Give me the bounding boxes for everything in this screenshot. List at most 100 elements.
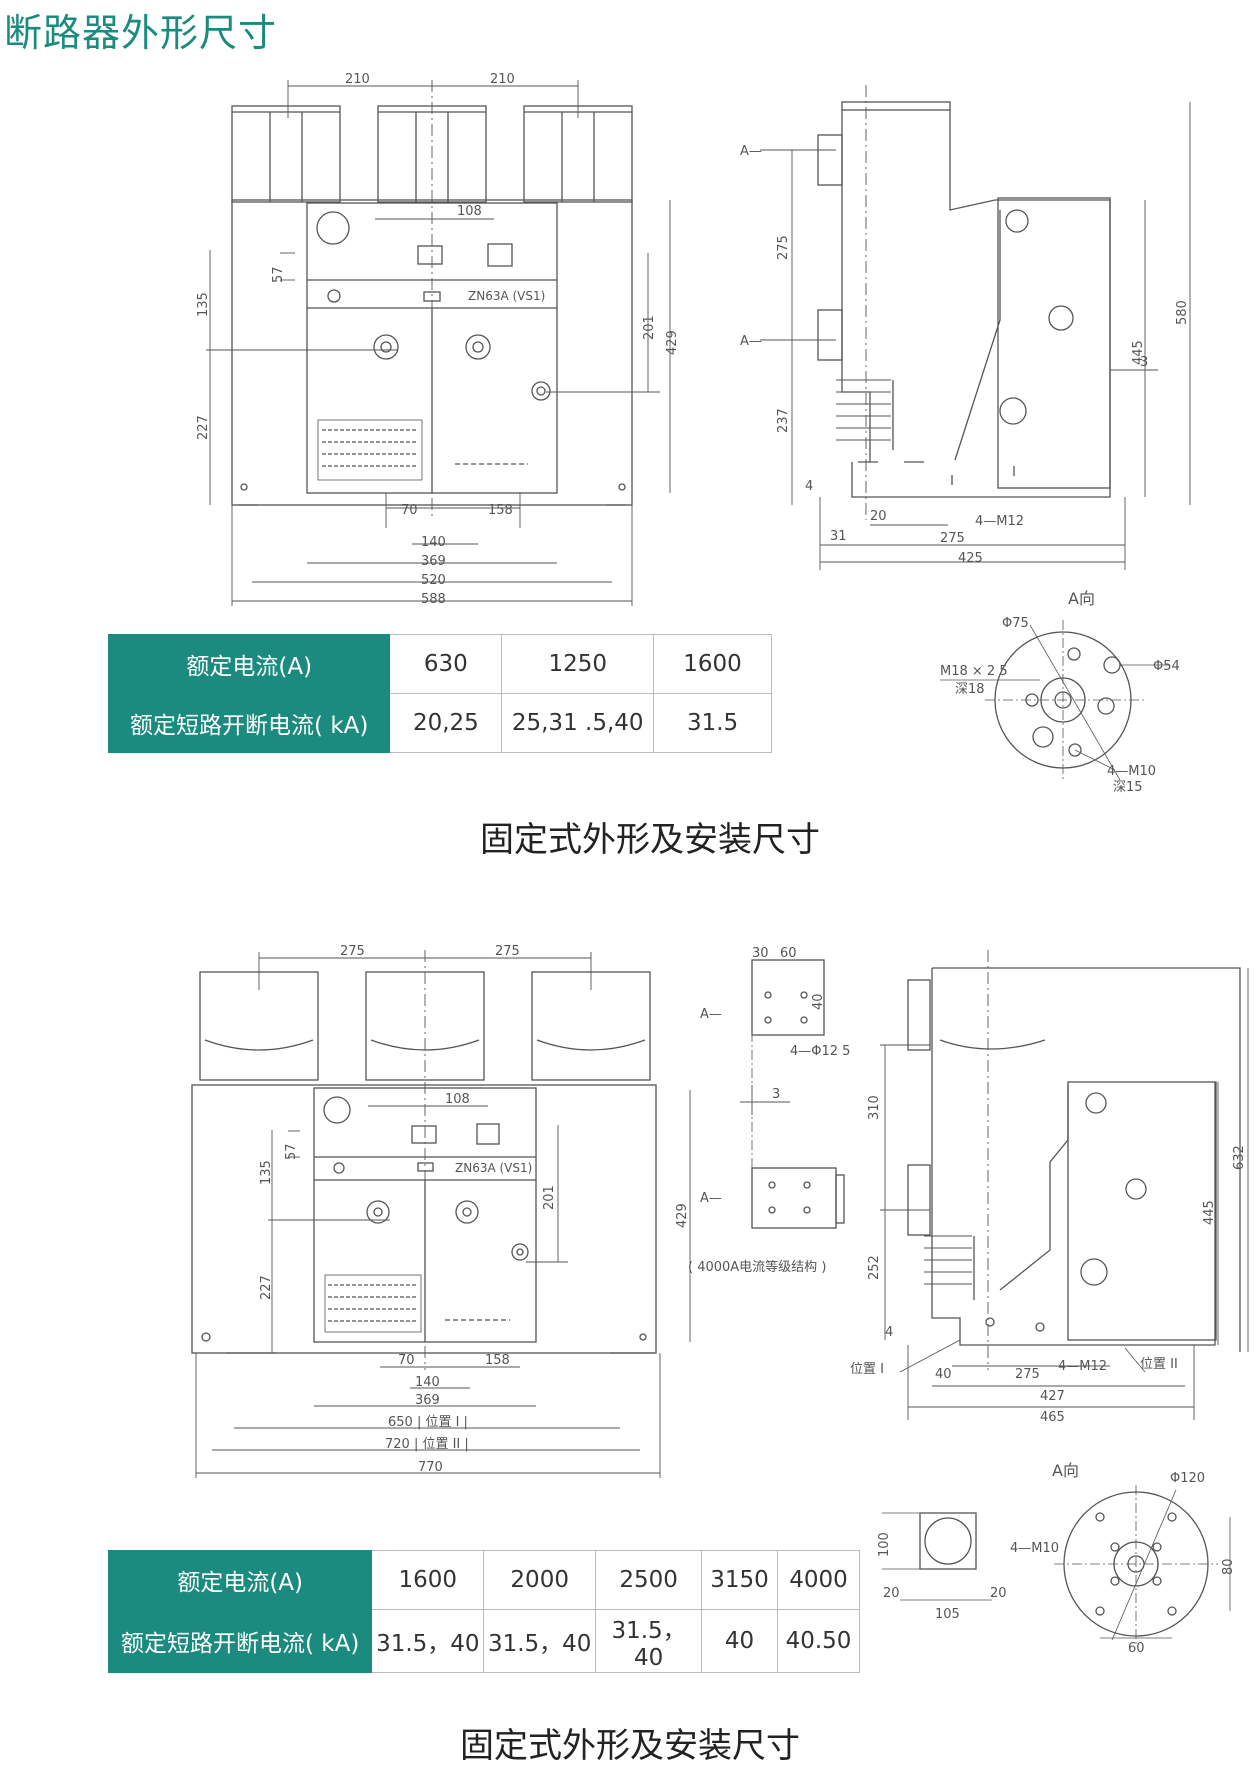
table-cell: 31.5 xyxy=(653,693,772,753)
dim-40-detail: 40 xyxy=(811,993,826,1010)
dim-phi75: Φ75 xyxy=(1002,616,1029,631)
side-view-2 xyxy=(880,950,1249,1420)
table-cell: 3150 xyxy=(701,1550,778,1610)
dim-deep15: 深15 xyxy=(1113,780,1143,795)
a-marker-2: A— xyxy=(740,334,762,349)
table-row: 额定短路开断电流( kA) 31.5，40 31.5，40 31.5，40 40… xyxy=(107,1609,860,1673)
spec-table-1: 额定电流(A) 630 1250 1600 额定短路开断电流( kA) 20,2… xyxy=(107,634,772,753)
dim-3: 3 xyxy=(1140,355,1148,370)
dim-158: 158 xyxy=(488,503,513,518)
table-cell: 630 xyxy=(389,634,503,694)
dim-237: 237 xyxy=(776,408,791,433)
dim-m12-2: 4—M12 xyxy=(1058,1359,1107,1374)
dim-phi54: Φ54 xyxy=(1153,659,1180,674)
model-label-2: ZN63A (VS1) xyxy=(455,1161,532,1175)
dim-m18: M18 × 2 5 xyxy=(940,664,1008,679)
a-marker-3: A— xyxy=(700,1007,722,1022)
table-cell: 40.50 xyxy=(777,1609,860,1673)
dim-phi120: Φ120 xyxy=(1170,1471,1205,1486)
dim-20: 20 xyxy=(870,509,887,524)
table-cell: 1250 xyxy=(501,634,655,694)
dim-m10-1: 4—M10 xyxy=(1107,764,1156,779)
dim-227-2: 227 xyxy=(259,1275,274,1300)
table-row: 额定短路开断电流( kA) 20,25 25,31 .5,40 31.5 xyxy=(107,693,772,753)
dim-3-detail: 3 xyxy=(772,1087,780,1102)
dim-588: 588 xyxy=(421,592,446,607)
table-cell: 20,25 xyxy=(389,693,503,753)
dim-20-right: 20 xyxy=(990,1586,1007,1601)
dim-57: 57 xyxy=(271,266,286,283)
dim-720: 720 | 位置 II | xyxy=(385,1437,469,1452)
dim-227: 227 xyxy=(196,415,211,440)
dim-429-2: 429 xyxy=(675,1203,690,1228)
caption-2: 固定式外形及安装尺寸 xyxy=(460,1726,800,1766)
dim-425: 425 xyxy=(958,551,983,566)
dim-275-side: 275 xyxy=(1015,1367,1040,1382)
dim-445-2: 445 xyxy=(1202,1200,1217,1225)
model-label-1: ZN63A (VS1) xyxy=(468,289,545,303)
dim-158-2: 158 xyxy=(485,1353,510,1368)
dim-57-2: 57 xyxy=(284,1143,299,1160)
dim-275-horiz: 275 xyxy=(940,531,965,546)
table-cell: 1600 xyxy=(653,634,772,694)
dim-4: 4 xyxy=(805,479,813,494)
dim-135: 135 xyxy=(196,292,211,317)
dim-40-side: 40 xyxy=(935,1367,952,1382)
a-view-title-1: A向 xyxy=(1068,589,1095,608)
position-1-label: 位置 I xyxy=(850,1362,884,1377)
dim-m10-2: 4—M10 xyxy=(1010,1541,1059,1556)
front-view-1 xyxy=(206,80,671,606)
dim-135-2: 135 xyxy=(259,1160,274,1185)
dim-100: 100 xyxy=(877,1532,892,1557)
a-view-2 xyxy=(882,1485,1231,1645)
dim-369: 369 xyxy=(421,554,446,569)
dim-70: 70 xyxy=(401,503,418,518)
dim-m12: 4—M12 xyxy=(975,514,1024,529)
dim-4-2: 4 xyxy=(885,1325,893,1340)
dim-30: 30 xyxy=(752,946,769,961)
dim-275-right: 275 xyxy=(495,944,520,959)
dim-310: 310 xyxy=(867,1095,882,1120)
dim-427: 427 xyxy=(1040,1389,1065,1404)
dim-deep18: 深18 xyxy=(955,682,985,697)
position-2-label: 位置 II xyxy=(1140,1357,1178,1372)
table-cell: 25,31 .5,40 xyxy=(501,693,655,753)
dim-252: 252 xyxy=(867,1255,882,1280)
table-cell: 1600 xyxy=(371,1550,485,1610)
a-view-1 xyxy=(940,620,1170,781)
table-cell: 31.5，40 xyxy=(483,1609,597,1673)
dim-140-2: 140 xyxy=(415,1375,440,1390)
dim-275-vert: 275 xyxy=(776,235,791,260)
dim-580: 580 xyxy=(1175,300,1190,325)
dim-holes: 4—Φ12 5 xyxy=(790,1044,850,1059)
dim-31: 31 xyxy=(830,529,847,544)
dim-20-left: 20 xyxy=(883,1586,900,1601)
table-cell: 40 xyxy=(701,1609,778,1673)
table-cell: 31.5，40 xyxy=(371,1609,485,1673)
dim-108: 108 xyxy=(457,204,482,219)
dim-80: 80 xyxy=(1221,1558,1236,1575)
detail-view-2 xyxy=(740,959,845,1229)
note-4000a: ( 4000A电流等级结构 ) xyxy=(688,1259,826,1275)
dim-632: 632 xyxy=(1232,1145,1247,1170)
spec-table-2: 额定电流(A) 1600 2000 2500 3150 4000 额定短路开断电… xyxy=(107,1550,860,1673)
dim-369-2: 369 xyxy=(415,1393,440,1408)
a-view-title-2: A向 xyxy=(1052,1461,1079,1480)
page-title: 断路器外形尺寸 xyxy=(4,11,278,55)
dim-60: 60 xyxy=(780,946,797,961)
table-cell: 31.5，40 xyxy=(595,1609,703,1673)
dim-275-left: 275 xyxy=(340,944,365,959)
dim-445: 445 xyxy=(1131,340,1146,365)
breaking-current-label: 额定短路开断电流( kA) xyxy=(107,693,391,753)
dim-60-aview: 60 xyxy=(1128,1641,1145,1656)
a-marker-4: A— xyxy=(700,1191,722,1206)
rated-current-label: 额定电流(A) xyxy=(107,1550,373,1610)
table-cell: 2500 xyxy=(595,1550,703,1610)
rated-current-label: 额定电流(A) xyxy=(107,634,391,694)
dim-201: 201 xyxy=(642,315,657,340)
a-marker-1: A— xyxy=(740,144,762,159)
dim-770: 770 xyxy=(418,1460,443,1475)
dim-140: 140 xyxy=(421,535,446,550)
table-row: 额定电流(A) 1600 2000 2500 3150 4000 xyxy=(107,1550,860,1610)
